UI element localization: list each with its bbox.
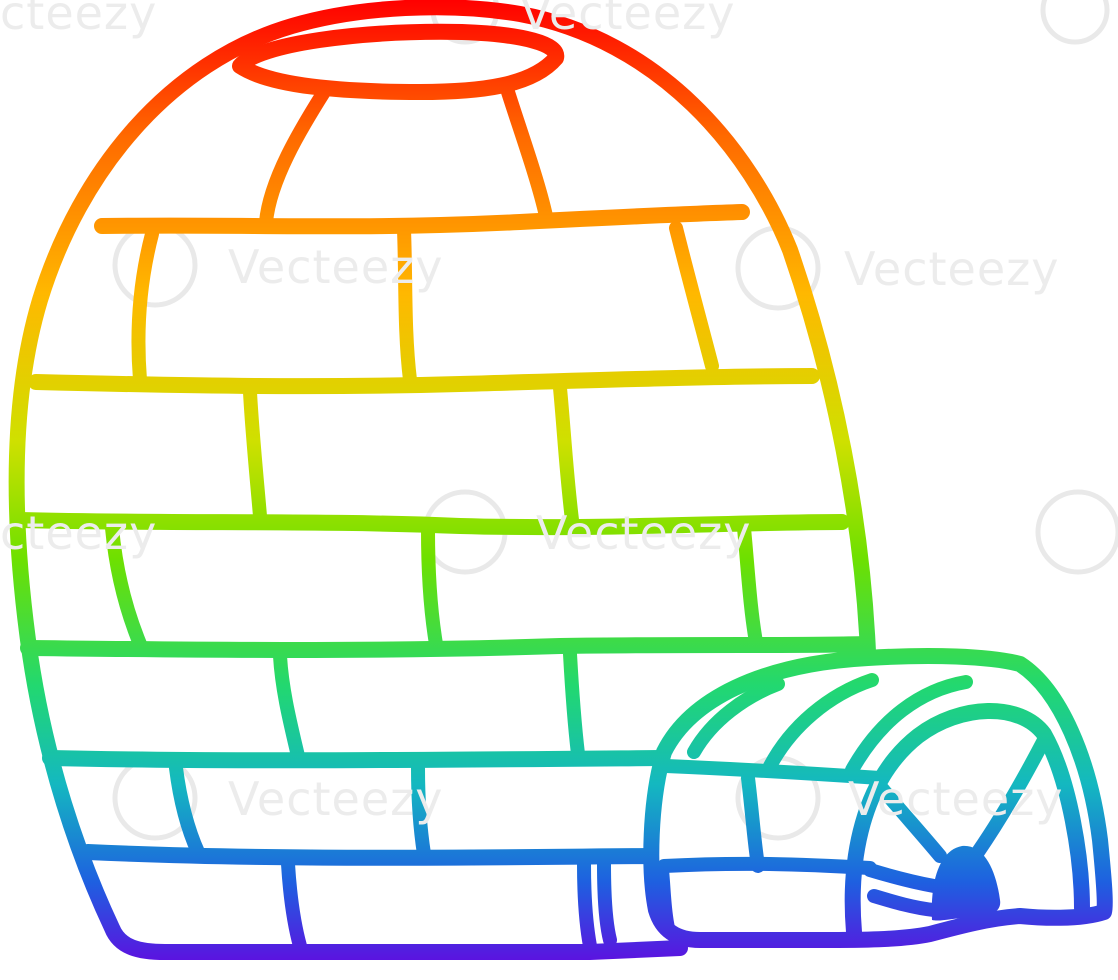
igloo-door	[931, 845, 1001, 921]
tunnel-front-arch	[844, 703, 1090, 940]
watermark-text: Vecteezy	[228, 240, 444, 294]
watermark-text: Vecteezy	[228, 772, 444, 826]
dome-brick-joints	[105, 85, 763, 953]
watermark-text: cteezy	[0, 506, 158, 560]
igloo-dome-outline	[8, 0, 876, 960]
watermark-text: Vecteezy	[520, 0, 736, 40]
igloo-top-opening	[232, 23, 565, 100]
tunnel-interior	[863, 733, 1051, 917]
watermark-text: Vecteezy	[848, 772, 1064, 826]
dome-brick-courses	[12, 204, 874, 866]
watermark-text: Vecteezy	[844, 242, 1060, 296]
watermark-text: Vecteezy	[536, 506, 752, 560]
watermark-text: cteezy	[0, 0, 158, 40]
tunnel-brick-bands	[655, 673, 973, 935]
tunnel-outline	[643, 648, 1113, 948]
